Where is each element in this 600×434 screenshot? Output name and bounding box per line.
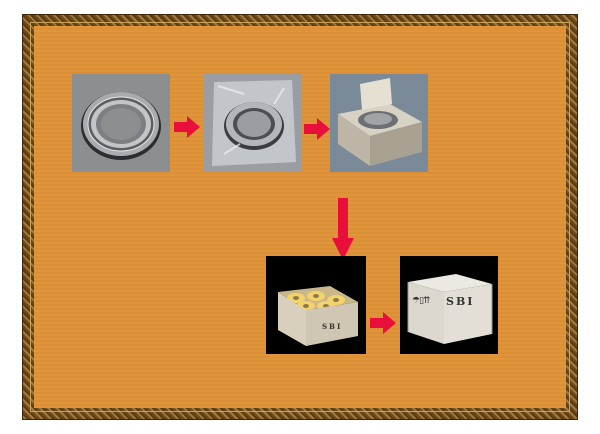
boxed-bearing-photo [330,74,428,172]
arrow-right-1 [174,116,200,138]
packaging-process-diagram: SBI ☂▯⇈ SBI [34,26,566,408]
bagged-bearing-photo [204,74,302,172]
closed-crate-photo: ☂▯⇈ SBI [400,256,498,354]
arrow-right-3 [370,312,396,334]
arrow-down [332,198,354,260]
bearing-photo [72,74,170,172]
fragile-icon: ☂▯⇈ [412,296,431,306]
crate-brand-label-small: SBI [322,322,343,331]
picture-frame: SBI ☂▯⇈ SBI [22,14,578,420]
crate-brand-label: SBI [446,295,475,308]
frame-inner-border [30,22,570,412]
crate-with-foam-photo: SBI [266,256,366,354]
arrow-right-2 [304,118,330,140]
